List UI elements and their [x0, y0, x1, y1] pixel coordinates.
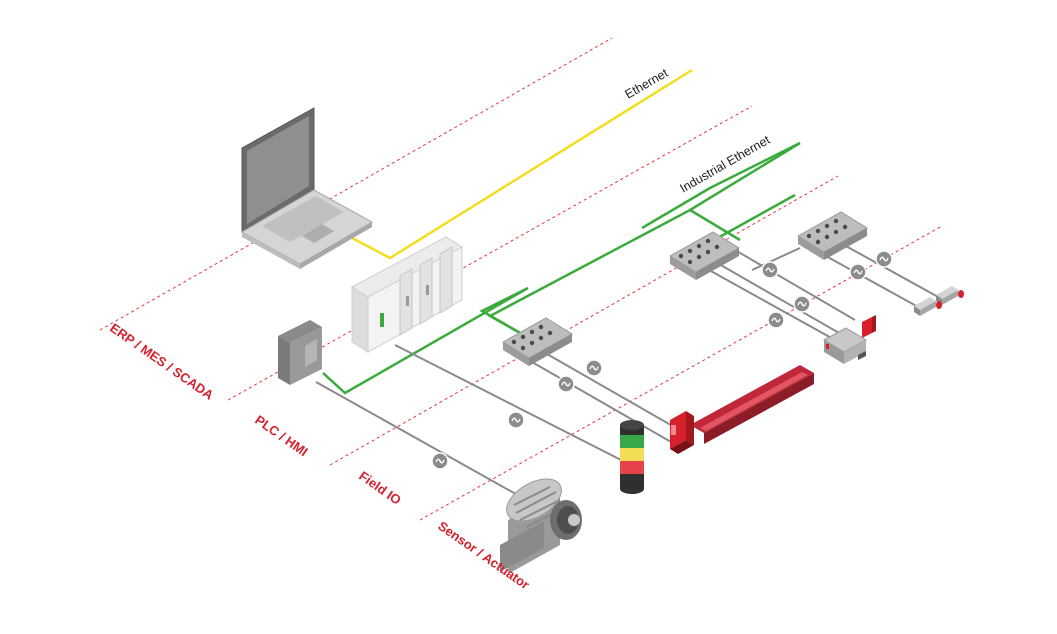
level-label-field-io: Field IO — [356, 468, 404, 508]
level-label-plc-hmi: PLC / HMI — [252, 412, 310, 459]
laptop-icon — [240, 107, 374, 269]
signal-symbol-icon — [557, 375, 575, 393]
field-io-block-icon — [502, 317, 573, 366]
io-cables — [315, 239, 941, 503]
photoelectric-sensor-icon — [862, 315, 876, 338]
signal-symbol-icon — [585, 359, 603, 377]
field-io-block-icon — [797, 211, 868, 260]
motor-icon — [500, 478, 582, 574]
field-io-block-icon — [669, 231, 740, 280]
cable-io3-prox-b — [814, 249, 921, 309]
cable-io2-sensor-b — [699, 264, 836, 341]
distance-sensor-icon — [822, 327, 868, 364]
hmi-panel-icon — [278, 320, 322, 385]
signal-symbol-icon — [761, 261, 779, 279]
level-label-erp-mes-scada: ERP / MES / SCADA — [107, 320, 217, 403]
cable-io2-sensor-c — [734, 249, 856, 321]
ethernet-label: Ethernet — [623, 66, 671, 102]
cable-hmi-motor — [315, 381, 531, 503]
cable-io1-curtain-b — [539, 349, 691, 437]
divider-plc-field — [227, 105, 753, 401]
signal-symbol-icon — [875, 250, 893, 268]
divider-field-sensor — [329, 175, 839, 466]
signal-symbol-icon — [793, 295, 811, 313]
cable-io3-prox-a — [834, 239, 941, 299]
industrial-ethernet-trunk — [641, 141, 801, 230]
signal-tower-icon — [620, 420, 644, 494]
industrial-ethernet-cable — [322, 141, 801, 395]
signal-symbol-icon — [431, 452, 449, 470]
signal-symbols — [431, 250, 893, 470]
cable-plc-tower — [394, 344, 626, 463]
inductive-sensor-icon — [914, 297, 942, 316]
signal-symbol-icon — [767, 311, 785, 329]
divider-erp-plc — [99, 37, 613, 331]
light-curtain-icon — [670, 365, 814, 454]
cable-io2-io3 — [751, 247, 801, 271]
cable-io1-curtain-a — [524, 357, 686, 451]
ethernet-cable — [332, 68, 693, 260]
signal-symbol-icon — [849, 263, 867, 281]
industrial-ethernet-network: Industrial Ethernet — [322, 132, 801, 395]
level-dividers — [99, 37, 943, 521]
cable-io2-sensor-a — [711, 259, 861, 346]
plc-icon — [351, 236, 463, 353]
signal-symbol-icon — [507, 411, 525, 429]
